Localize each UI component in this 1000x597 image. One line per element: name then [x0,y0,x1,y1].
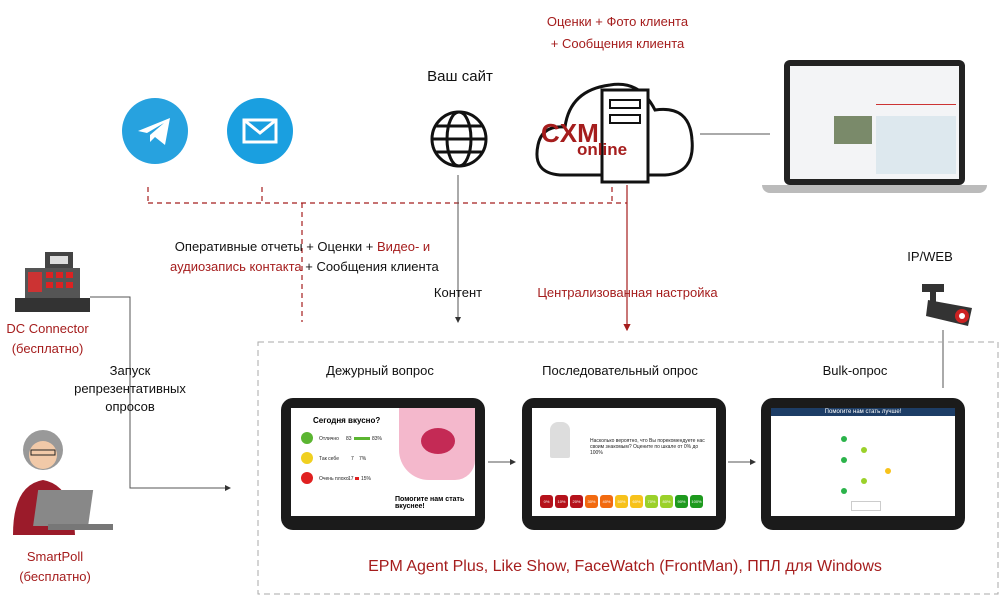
cxm-logo: CXM [541,118,599,148]
smile-sad-icon [301,472,313,484]
content-label: Контент [433,285,483,300]
t1-row-count: 17 [348,476,354,482]
nps-score-button[interactable]: 0% [540,495,553,508]
mode-bulk-label: Bulk-опрос [822,363,888,378]
nps-score-button[interactable]: 20% [570,495,583,508]
cloud-caption-2: + Сообщения клиента [550,36,685,51]
laptop-dashboard [762,60,987,200]
footer-products: EPM Agent Plus, Like Show, FaceWatch (Fr… [368,558,882,575]
reports-audio: аудиозапись контакта [170,259,302,274]
smartpoll-name: SmartPoll [26,549,84,564]
site-label: Ваш сайт [427,68,493,85]
nps-score-button[interactable]: 90% [675,495,688,508]
smartpoll-note: (бесплатно) [19,569,91,584]
person-photo [550,422,570,458]
t1-row-label: Так себе [319,456,339,462]
tablet-sequential: Насколько вероятно, что Вы порекомендует… [522,398,726,530]
t3-title: Помогите нам стать лучше! [771,408,955,416]
t1-slogan: Помогите нам стать вкуснее! [395,496,465,510]
t1-row-pct: 83% [372,436,383,442]
operator-avatar [3,420,118,545]
whale-illustration [399,408,475,480]
t1-row-count: 83 [346,436,352,442]
reports-caption-2: аудиозапись контакта + Сообщения клиента [170,258,439,276]
cloud-server-icon [530,55,700,190]
t1-row-pct: 15% [361,476,372,482]
tablet-bulk: Помогите нам стать лучше! [761,398,965,530]
t1-row-label: Очень плохо [319,476,349,482]
launch-line-2: репрезентативных [74,381,186,396]
email-icon [227,98,293,164]
cash-register-icon [10,250,90,320]
smile-neutral-icon [301,452,313,464]
launch-line-3: опросов [105,399,155,414]
t1-row-label: Отлично [319,436,339,442]
reports-messages: + Сообщения клиента [301,259,439,274]
nps-score-button[interactable]: 30% [585,495,598,508]
nps-score-button[interactable]: 70% [645,495,658,508]
t1-row-count: 7 [351,456,354,462]
telegram-icon [122,98,188,164]
dc-connector-name: DC Connector [6,321,89,336]
dc-connector-note: (бесплатно) [11,341,84,356]
t1-row-pct: 7% [359,456,367,462]
camera-icon [920,282,980,337]
tablet-duty-question: Сегодня вкусно? Отлично 83 83% Так себе … [281,398,485,530]
globe-icon [428,108,490,175]
nps-score-button[interactable]: 60% [630,495,643,508]
cloud-caption-1: Оценки + Фото клиента [546,14,689,29]
nps-scale: 0%10%20%30%40%50%60%70%80%90%100% [540,490,705,508]
reports-video: Видео- и [377,239,431,254]
mode-sequential-label: Последовательный опрос [542,363,698,378]
nps-score-button[interactable]: 100% [690,495,703,508]
nps-score-button[interactable]: 50% [615,495,628,508]
central-config-label: Централизованная настройка [537,285,718,300]
mode-duty-label: Дежурный вопрос [326,363,434,378]
ipweb-label: IP/WEB [907,249,953,264]
reports-text: Оперативные отчеты + Оценки + [174,239,378,254]
next-button[interactable] [851,501,881,511]
smile-happy-icon [301,432,313,444]
cxm-logo-online: online [577,140,628,159]
nps-score-button[interactable]: 40% [600,495,613,508]
nps-score-button[interactable]: 10% [555,495,568,508]
nps-score-button[interactable]: 80% [660,495,673,508]
reports-caption-1: Оперативные отчеты + Оценки + Видео- и [170,238,435,256]
launch-line-1: Запуск [109,363,151,378]
t2-question: Насколько вероятно, что Вы порекомендует… [590,438,705,456]
t1-title: Сегодня вкусно? [313,416,381,425]
